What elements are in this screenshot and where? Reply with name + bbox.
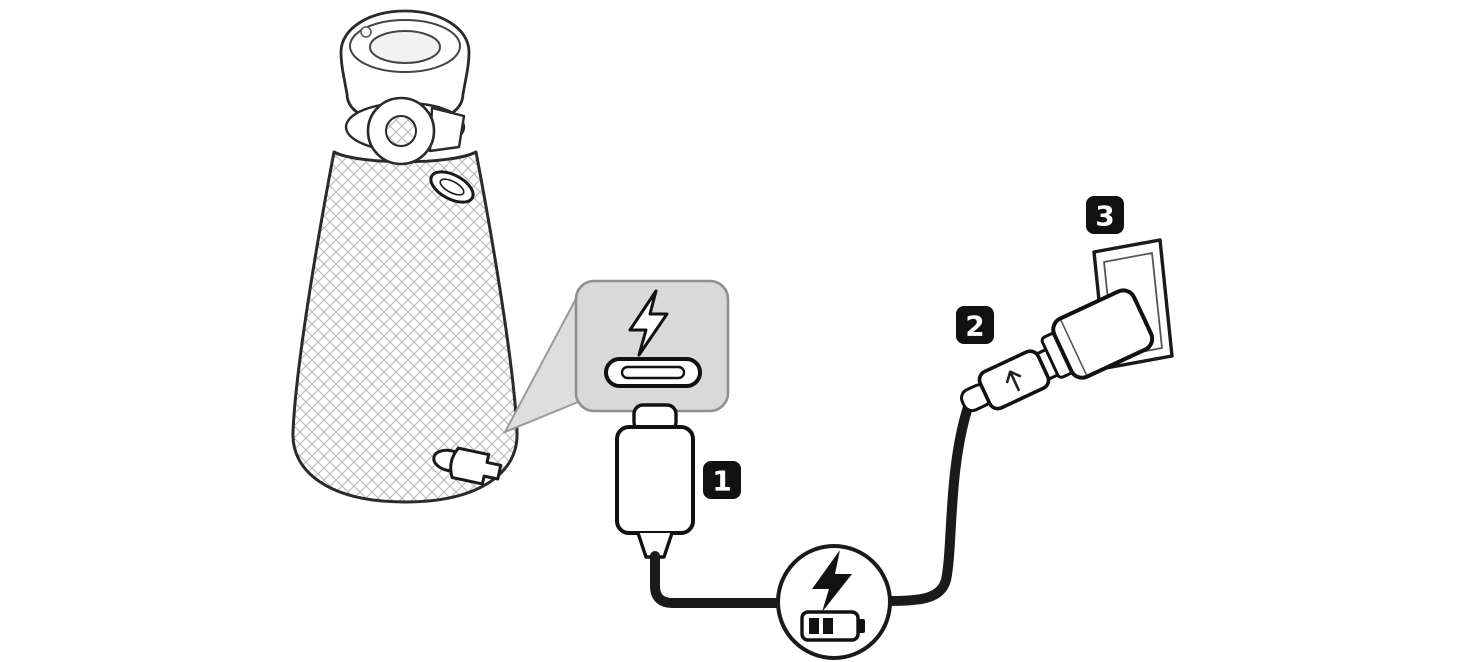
usb-c-port-icon [604, 357, 702, 388]
usb-c-port-callout [502, 279, 730, 434]
step-3-number: 3 [1095, 200, 1114, 233]
usb-plug [960, 344, 1067, 413]
step-2-number: 2 [965, 310, 984, 343]
speaker-oval-button [429, 170, 475, 204]
charging-indicator [776, 544, 892, 660]
speaker-illustration [291, 9, 519, 504]
usb-port-cover [432, 446, 503, 486]
callout-leader-wedge [502, 294, 579, 434]
charging-cable-right [884, 402, 973, 606]
step-label-3: 3 [1086, 196, 1124, 234]
step-label-2: 2 [956, 306, 994, 344]
usb-c-connector-body [615, 425, 695, 535]
adapter-seam [1060, 320, 1088, 376]
charging-bolt-icon [812, 550, 852, 612]
charging-cable-left [650, 551, 785, 608]
speaker-top-grille [369, 30, 441, 64]
step-label-1: 1 [703, 461, 741, 499]
speaker-lens-inner [385, 115, 417, 147]
charging-bolt-icon [628, 289, 669, 357]
power-adapter [1040, 288, 1155, 380]
speaker-top-detail [360, 26, 372, 38]
usb-arrow-icon [1005, 370, 1022, 392]
usb-c-connector [615, 403, 695, 559]
speaker-top-cap [339, 9, 471, 127]
speaker-body [291, 150, 519, 504]
speaker-top-rim [349, 19, 461, 73]
step-1-number: 1 [712, 465, 731, 498]
battery-icon [800, 610, 865, 642]
speaker-lens-section [344, 96, 466, 166]
